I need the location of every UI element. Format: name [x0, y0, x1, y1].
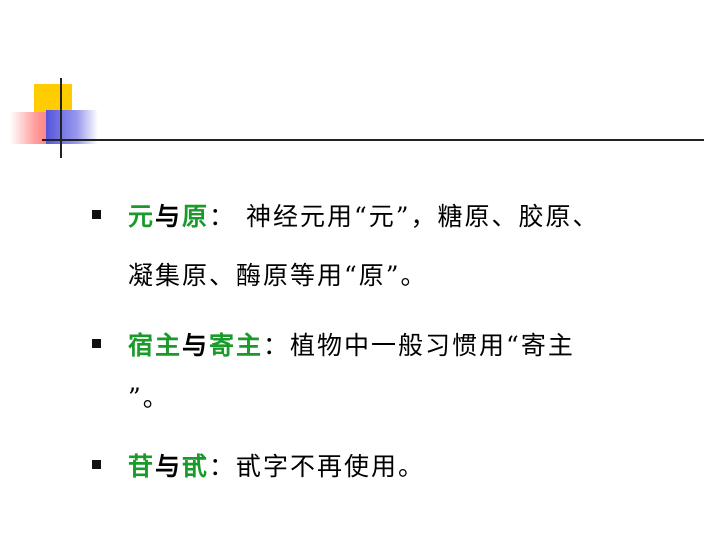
item-1-connector: 与 [155, 202, 183, 231]
item-3-connector: 与 [155, 452, 183, 481]
title-underline-rule [42, 139, 704, 141]
bullet-icon [92, 339, 101, 348]
item-3-text: ：甙字不再使用。 [209, 452, 426, 481]
item-3-term-1: 苷 [128, 452, 156, 481]
item-2-text: ：植物中一般习惯用“寄主 [263, 331, 575, 360]
item-2-line-2: ”。 [128, 383, 170, 412]
bullet-icon [92, 210, 101, 219]
item-1-line-2: 凝集原、酶原等用“原”。 [128, 261, 428, 290]
vertical-rule [60, 78, 62, 158]
bullet-icon [92, 460, 101, 469]
item-2-term-1: 宿主 [128, 331, 183, 360]
item-1-text: ： 神经元用“元”，糖原、胶原、 [209, 202, 600, 231]
item-1-line-1: 元与原： 神经元用“元”，糖原、胶原、 [128, 197, 600, 233]
item-1-term-2: 原 [182, 202, 210, 231]
item-3-line-1: 苷与甙：甙字不再使用。 [128, 447, 425, 483]
blue-square-decoration [46, 110, 98, 144]
item-2-connector: 与 [182, 331, 210, 360]
item-3-term-2: 甙 [182, 452, 210, 481]
item-2-term-2: 寄主 [209, 331, 264, 360]
item-1-term-1: 元 [128, 202, 156, 231]
item-2-line-1: 宿主与寄主：植物中一般习惯用“寄主 [128, 326, 575, 362]
